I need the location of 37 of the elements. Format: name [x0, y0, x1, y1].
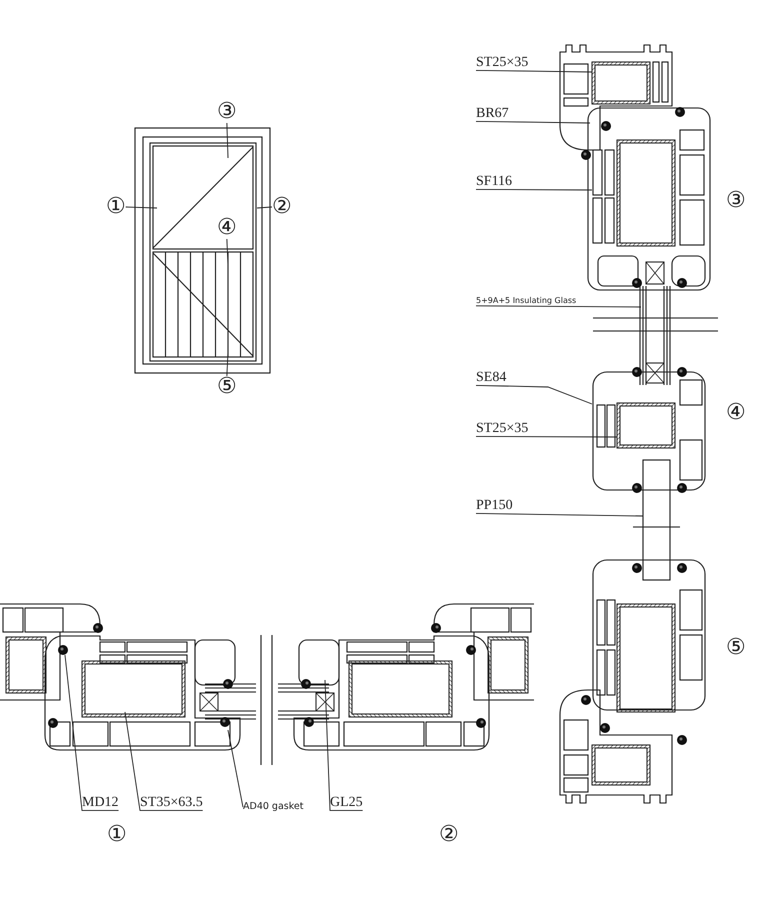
leader-line — [476, 436, 618, 438]
leader-line — [476, 70, 592, 72]
section-number: ① — [107, 824, 127, 846]
part-label: BR67 — [476, 106, 509, 122]
section-number: ③ — [726, 190, 746, 212]
part-label: ST25×35 — [476, 55, 528, 70]
part-label: MD12 — [82, 795, 119, 810]
leader-line — [226, 238, 228, 266]
leader-line — [476, 305, 642, 308]
part-label: GL25 — [330, 795, 363, 810]
leader-line — [256, 206, 272, 208]
section-number: ④ — [726, 402, 746, 424]
callout-number: ② — [272, 196, 292, 218]
section-number: ⑤ — [726, 637, 746, 659]
callout-number: ⑤ — [217, 376, 237, 398]
callout-number: ④ — [217, 217, 237, 239]
leader-line — [124, 712, 204, 811]
leader-line — [226, 352, 228, 376]
part-label: SF116 — [476, 174, 512, 190]
part-label: SE84 — [476, 370, 506, 386]
leader-line — [125, 206, 158, 208]
callout-number: ③ — [217, 101, 237, 123]
leader-line — [476, 512, 644, 516]
leader-line — [476, 120, 590, 124]
part-label: 5+9A+5 Insulating Glass — [476, 297, 576, 306]
leader-line — [64, 654, 120, 811]
leader-line — [324, 680, 364, 811]
leader-line — [228, 730, 244, 808]
leader-line — [226, 122, 228, 158]
section-number: ② — [439, 824, 459, 846]
leader-line — [476, 384, 592, 404]
part-label: AD40 gasket — [243, 802, 304, 812]
part-label: PP150 — [476, 498, 513, 514]
callout-number: ① — [106, 196, 126, 218]
part-label: ST25×35 — [476, 421, 528, 436]
part-label: ST35×63.5 — [140, 795, 203, 810]
leader-line — [476, 188, 592, 190]
